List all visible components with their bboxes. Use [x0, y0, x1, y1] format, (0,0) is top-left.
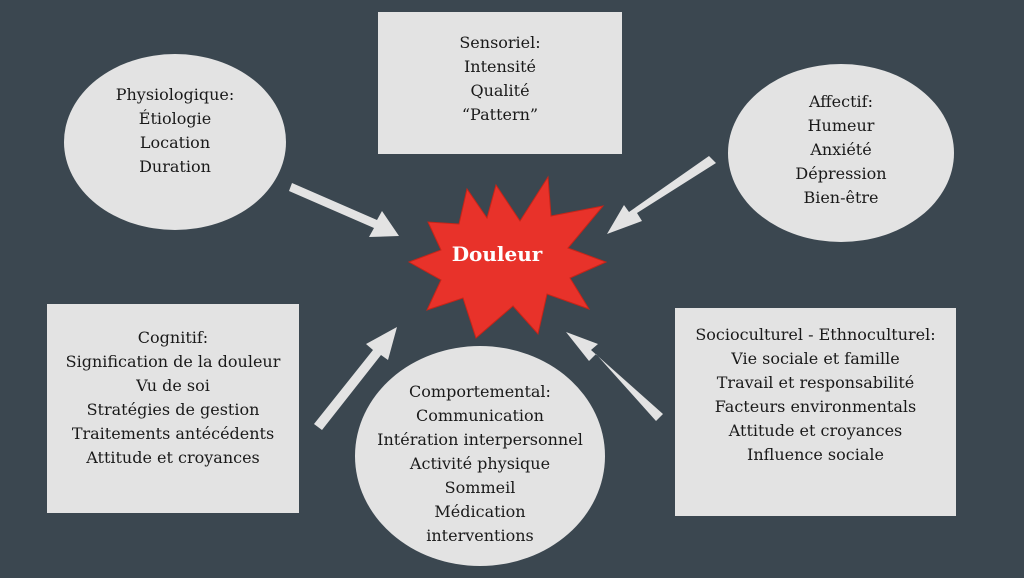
starburst-shape: [407, 175, 608, 339]
node-sensoriel-title: Sensoriel:: [459, 33, 541, 52]
node-physiologique-item: Location: [139, 133, 211, 152]
node-comportemental-title: Comportemental:: [409, 382, 551, 401]
node-cognitif-title: Cognitif:: [137, 327, 209, 347]
node-physiologique-item: Étiologie: [138, 109, 212, 128]
arrow-affectif: [607, 156, 716, 234]
node-sensoriel: Sensoriel: Intensité Qualité “Pattern”: [378, 12, 622, 154]
node-comportemental-item: Activité physique: [409, 454, 551, 473]
node-affectif-item: Humeur: [807, 116, 875, 135]
node-comportemental-item: Médication: [434, 502, 526, 521]
arrow-cognitif: [314, 327, 397, 430]
node-affectif: Affectif: Humeur Anxiété Dépression Bien…: [728, 64, 954, 242]
node-cognitif-item: Attitude et croyances: [86, 447, 260, 467]
node-cognitif-item: Stratégies de gestion: [86, 399, 260, 419]
node-cognitif-item: Vu de soi: [136, 375, 210, 395]
node-comportemental-item: Intération interpersonnel: [377, 430, 583, 449]
node-affectif-item: Bien-être: [803, 188, 879, 207]
node-socioculturel-title: Socioculturel - Ethnoculturel:: [695, 325, 936, 344]
node-socioculturel-item: Travail et responsabilité: [716, 373, 915, 392]
node-comportemental-item: interventions: [426, 526, 534, 545]
node-cognitif: Cognitif: Signification de la douleur Vu…: [47, 304, 299, 513]
node-physiologique-item: Duration: [139, 157, 211, 176]
arrow-physiologique: [289, 183, 399, 237]
arrow-socioculturel: [566, 332, 663, 421]
node-affectif-item: Dépression: [795, 164, 887, 183]
node-sensoriel-item: Qualité: [470, 81, 530, 100]
node-sensoriel-item: Intensité: [463, 57, 537, 76]
node-cognitif-item: Signification de la douleur: [65, 351, 281, 371]
node-physiologique: Physiologique: Étiologie Location Durati…: [64, 54, 286, 230]
node-affectif-title: Affectif:: [809, 92, 873, 111]
node-socioculturel: Socioculturel - Ethnoculturel: Vie socia…: [675, 308, 956, 516]
node-physiologique-title: Physiologique:: [115, 85, 235, 104]
node-comportemental-item: Communication: [416, 406, 544, 425]
node-sensoriel-item: “Pattern”: [461, 105, 539, 124]
node-comportemental-item: Sommeil: [444, 478, 516, 497]
node-cognitif-item: Traitements antécédents: [71, 423, 275, 443]
center-label: Douleur: [451, 242, 543, 266]
node-socioculturel-item: Influence sociale: [747, 445, 884, 464]
node-comportemental: Comportemental: Communication Intération…: [355, 346, 605, 566]
node-socioculturel-item: Facteurs environmentals: [714, 397, 917, 416]
node-socioculturel-item: Attitude et croyances: [728, 421, 903, 440]
node-affectif-item: Anxiété: [810, 140, 872, 159]
node-socioculturel-item: Vie sociale et famille: [731, 349, 900, 368]
